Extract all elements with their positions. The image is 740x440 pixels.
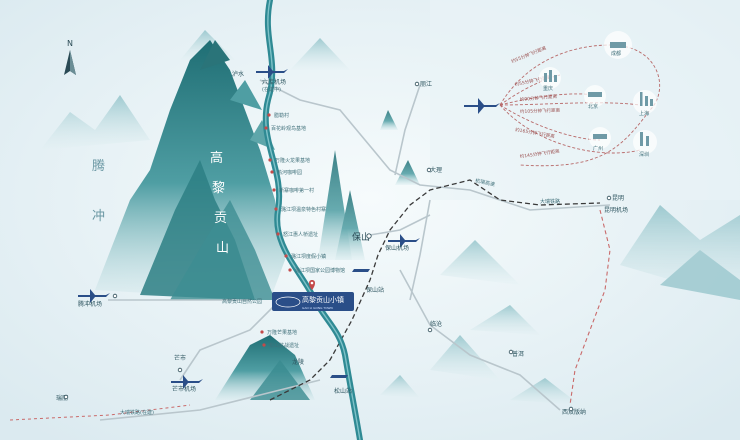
expressway-label-1: 杭瑞高速 (475, 177, 496, 188)
poi-label-8: 潞江坝国家公园博物馆 (295, 267, 345, 274)
baoshan-station-label: 保山站 (366, 286, 384, 294)
dest-beijing: 北京 (584, 85, 606, 110)
distant-mountains (40, 30, 740, 405)
eastern-peaks (318, 110, 420, 260)
city-dots (63, 81, 612, 412)
railways (9, 179, 611, 421)
airplane-icon-liuku (256, 65, 288, 79)
tengchong-airport-label: 腾冲机场 (78, 300, 102, 308)
dest-chengdu: 成都 (604, 31, 632, 59)
dest-shenzhen-label: 深圳 (639, 151, 649, 158)
place-labels: 泸水 六库机场 (在建中) 丽江 大理 保山 保山机场 昆明 昆明机场 腾冲机场… (56, 70, 628, 416)
train-icon-baoshan-station (352, 269, 370, 272)
airplane-icon-tengchong (78, 289, 110, 303)
kunming-airport-label: 昆明机场 (604, 206, 628, 214)
mangshi-airport-label: 芒市机场 (172, 385, 196, 393)
songshan-station-label: 松山站 (334, 387, 352, 395)
gaoligong-char-3: 贡 (214, 211, 227, 226)
gaoligong-town-badge[interactable]: 高黎贡山小镇 GAO LI GONG TOWN (272, 292, 354, 311)
route-label-4: 约105分钟飞行距离 (520, 107, 561, 115)
ruili-label: 瑞丽 (56, 394, 68, 402)
compass-icon: N (64, 39, 76, 75)
mangshi-label: 芒市 (174, 354, 186, 362)
kunming-label: 昆明 (612, 195, 624, 202)
longling-label: 龙陵 (292, 358, 304, 366)
lijiang-label: 丽江 (420, 81, 432, 88)
destination-bubbles: 成都 重庆 北京 上海 广州 深圳 (539, 31, 657, 158)
poi-label-0: 腊勒村 (274, 112, 289, 119)
railway-label-1: 大瑞铁路 (540, 198, 560, 205)
dest-guangzhou-label: 广州 (593, 145, 603, 152)
gaoligong-range (95, 40, 285, 300)
gaoligong-town-sub: GAO LI GONG TOWN (302, 306, 333, 310)
gaoligong-town-label: 高黎贡山小镇 (302, 295, 344, 304)
dest-shanghai: 上海 (633, 90, 657, 117)
airplane-icon-hub (464, 98, 500, 114)
lincang-label: 临沧 (430, 320, 442, 328)
location-pin-icon[interactable] (309, 280, 315, 290)
tengchong-char-2: 冲 (92, 209, 105, 224)
poi-label-5: 潞江坝温泉特色村寨 (281, 206, 326, 213)
poi-label-6: 怒江惠人桥遗址 (283, 231, 318, 238)
train-icon-songshan-station (330, 375, 348, 378)
dest-beijing-label: 北京 (588, 103, 598, 110)
airplane-icon-baoshan (388, 234, 420, 248)
longling-peaks (215, 335, 315, 400)
dest-shenzhen: 深圳 (633, 130, 657, 158)
compass-north-label: N (67, 39, 73, 48)
liuku-airport-note: (在建中) (262, 86, 281, 93)
dest-chongqing-label: 重庆 (543, 85, 553, 92)
dest-guangzhou: 广州 (589, 127, 611, 152)
airplane-icon-mangshi (171, 375, 203, 389)
xishuangbanna-label: 西双版纳 (562, 408, 586, 416)
poi-label-4: 新寨咖啡第一村 (279, 187, 314, 194)
river-pois: 腊勒村 百花岭观鸟基地 万隆火龙果基地 热河咖啡园 新寨咖啡第一村 潞江坝温泉特… (260, 112, 345, 349)
expressway-labels: 杭瑞高速 大瑞铁路 大瑞铁路(在建) (120, 177, 560, 416)
baoshan-label: 保山 (352, 231, 370, 243)
puer-label: 普洱 (512, 350, 524, 358)
liuku-airport-label: 六库机场 (262, 78, 286, 86)
gaoligong-park-label: 高黎贡山自然公园 (222, 298, 262, 305)
lushui-label: 泸水 (232, 70, 244, 78)
poi-label-2: 万隆火龙果基地 (275, 157, 310, 164)
dest-shanghai-label: 上海 (639, 110, 649, 117)
poi-label-10: 松山抗战遗址 (269, 342, 299, 349)
poi-label-3: 热河咖啡园 (277, 169, 302, 176)
poi-label-9: 万隆芒果基地 (267, 329, 297, 336)
gaoligong-char-4: 山 (216, 241, 229, 256)
roads (99, 79, 611, 421)
baoshan-airport-label: 保山机场 (385, 244, 409, 252)
poi-label-7: 潞江坝度假小镇 (291, 253, 326, 260)
dest-chongqing: 重庆 (539, 67, 561, 92)
poi-label-1: 百花岭观鸟基地 (271, 125, 306, 132)
tengchong-char-1: 腾 (92, 158, 105, 174)
nujiang-river-highlight (265, 0, 361, 440)
dest-chengdu-label: 成都 (611, 50, 621, 57)
gaoligong-char-2: 黎 (212, 181, 225, 196)
route-label-3: 约90分钟飞行距离 (520, 93, 558, 103)
gaoligong-char-1: 高 (210, 150, 223, 166)
dali-label: 大理 (430, 166, 442, 174)
railway-label-2: 大瑞铁路(在建) (120, 409, 154, 416)
